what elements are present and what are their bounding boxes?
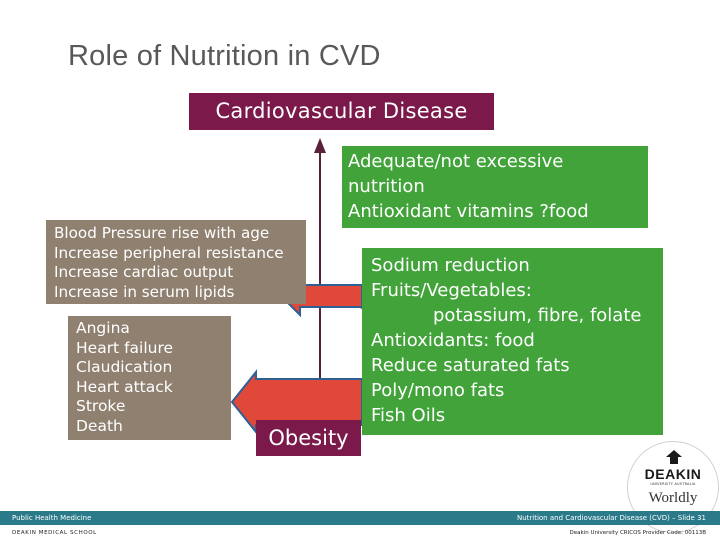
gray-bottom-line: Death: [76, 416, 123, 435]
footer-bar: [0, 511, 720, 525]
green-main-box: Sodium reduction Fruits/Vegetables: pota…: [362, 248, 663, 435]
gray-bottom-line: Heart failure: [76, 338, 174, 357]
green-main-line: Fruits/Vegetables:: [371, 280, 532, 301]
gray-top-line: Increase cardiac output: [54, 263, 234, 281]
gray-bottom-line: Stroke: [76, 397, 126, 415]
footer-school: DEAKIN MEDICAL SCHOOL: [12, 530, 97, 536]
gray-top-line: Increase in serum lipids: [54, 282, 235, 301]
gray-top-line: Increase peripheral resistance: [54, 243, 284, 262]
green-main-line: Sodium reduction: [371, 255, 530, 276]
green-main-line: Poly/mono fats: [371, 380, 505, 401]
footer-left-text: Public Health Medicine: [12, 514, 92, 522]
deakin-emblem-icon: [666, 450, 682, 464]
logo-name: DEAKIN: [644, 466, 702, 482]
green-main-line: Antioxidants: food: [371, 330, 535, 351]
gray-bottom-line: Heart attack: [76, 377, 173, 396]
gray-top-box: Blood Pressure rise with age Increase pe…: [46, 220, 306, 304]
gray-bottom-box: Angina Heart failure Claudication Heart …: [68, 316, 231, 440]
logo-subtitle: UNIVERSITY AUSTRALIA: [650, 482, 696, 486]
green-main-line: Reduce saturated fats: [371, 355, 570, 376]
green-top-box: Adequate/not excessive nutrition Antioxi…: [342, 146, 648, 228]
gray-bottom-line: Claudication: [76, 358, 173, 376]
cvd-box: Cardiovascular Disease: [189, 93, 494, 130]
obesity-box: Obesity: [256, 420, 361, 456]
green-main-line: potassium, fibre, folate: [433, 305, 642, 326]
gray-top-line: Blood Pressure rise with age: [54, 224, 270, 242]
logo-tagline: Worldly: [648, 490, 698, 506]
green-top-line: Adequate/not excessive: [348, 151, 564, 172]
gray-bottom-line: Angina: [76, 319, 130, 337]
vertical-arrow-head: [314, 138, 326, 153]
footer-provider: Deakin University CRICOS Provider Code: …: [569, 530, 706, 536]
green-top-line: nutrition: [348, 176, 425, 197]
small-dark-arrow: [345, 291, 362, 309]
slide-title: Role of Nutrition in CVD: [68, 40, 381, 72]
footer-right-text: Nutrition and Cardiovascular Disease (CV…: [516, 514, 706, 522]
green-main-line: Fish Oils: [371, 405, 446, 426]
green-top-line: Antioxidant vitamins ?food: [348, 201, 589, 222]
